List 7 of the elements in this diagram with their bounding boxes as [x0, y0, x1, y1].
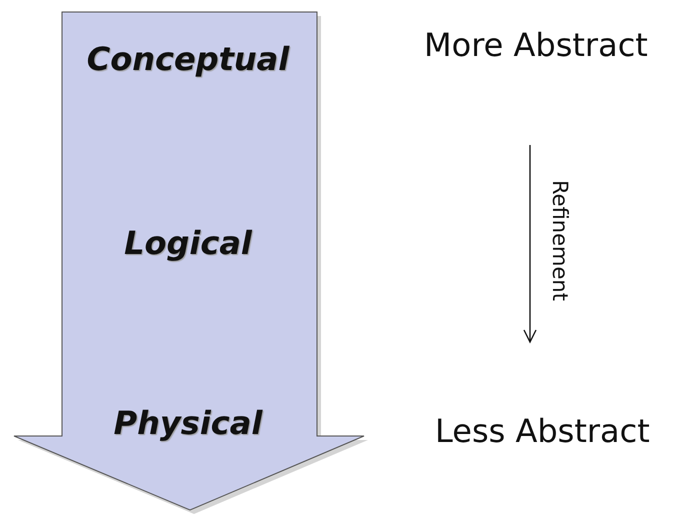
axis-label: Refinement: [548, 180, 572, 301]
level-label: Logical: [124, 224, 252, 262]
level-label: Physical: [114, 404, 262, 442]
side-label: More Abstract: [424, 26, 648, 64]
block-arrow: [12, 10, 368, 516]
side-label: Less Abstract: [435, 412, 650, 450]
level-label: Conceptual: [86, 40, 290, 78]
